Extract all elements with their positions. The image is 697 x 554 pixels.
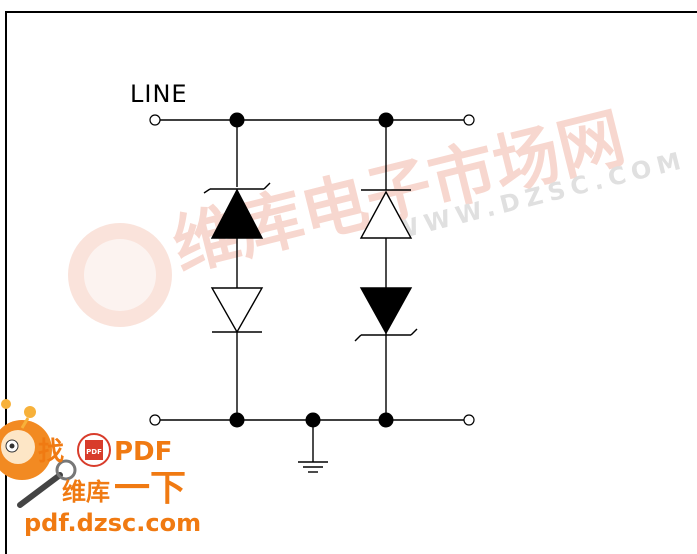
terminal-bottom-left [149, 414, 161, 426]
junction-bottom-mid [305, 412, 321, 428]
logo-text-pdf: PDF [114, 437, 172, 467]
junction-bottom-right [378, 412, 394, 428]
ground-icon [298, 461, 328, 473]
terminals [149, 114, 475, 426]
watermark-logo-icon [68, 223, 172, 327]
pdf-logo: PDF 找 PDF 维库 一下 pdf.dzsc.com [0, 399, 201, 537]
pdf-badge-label: PDF [86, 448, 102, 456]
line-label: LINE [130, 80, 188, 108]
right-zener-diode [354, 287, 418, 342]
right-rectifier-diode [359, 189, 413, 239]
junction-dots [229, 112, 394, 428]
left-zener-diode [203, 182, 271, 239]
logo-text-yixia: 一下 [114, 468, 186, 509]
terminal-top-left [149, 114, 161, 126]
left-rectifier-diode [210, 287, 264, 334]
junction-top-right [378, 112, 394, 128]
terminal-bottom-right [463, 414, 475, 426]
junction-top-left [229, 112, 245, 128]
logo-url: pdf.dzsc.com [24, 509, 201, 537]
logo-text-find: 找 [38, 437, 64, 467]
terminal-top-right [463, 114, 475, 126]
junction-bottom-left [229, 412, 245, 428]
logo-text-weiku: 维库 [62, 478, 110, 506]
